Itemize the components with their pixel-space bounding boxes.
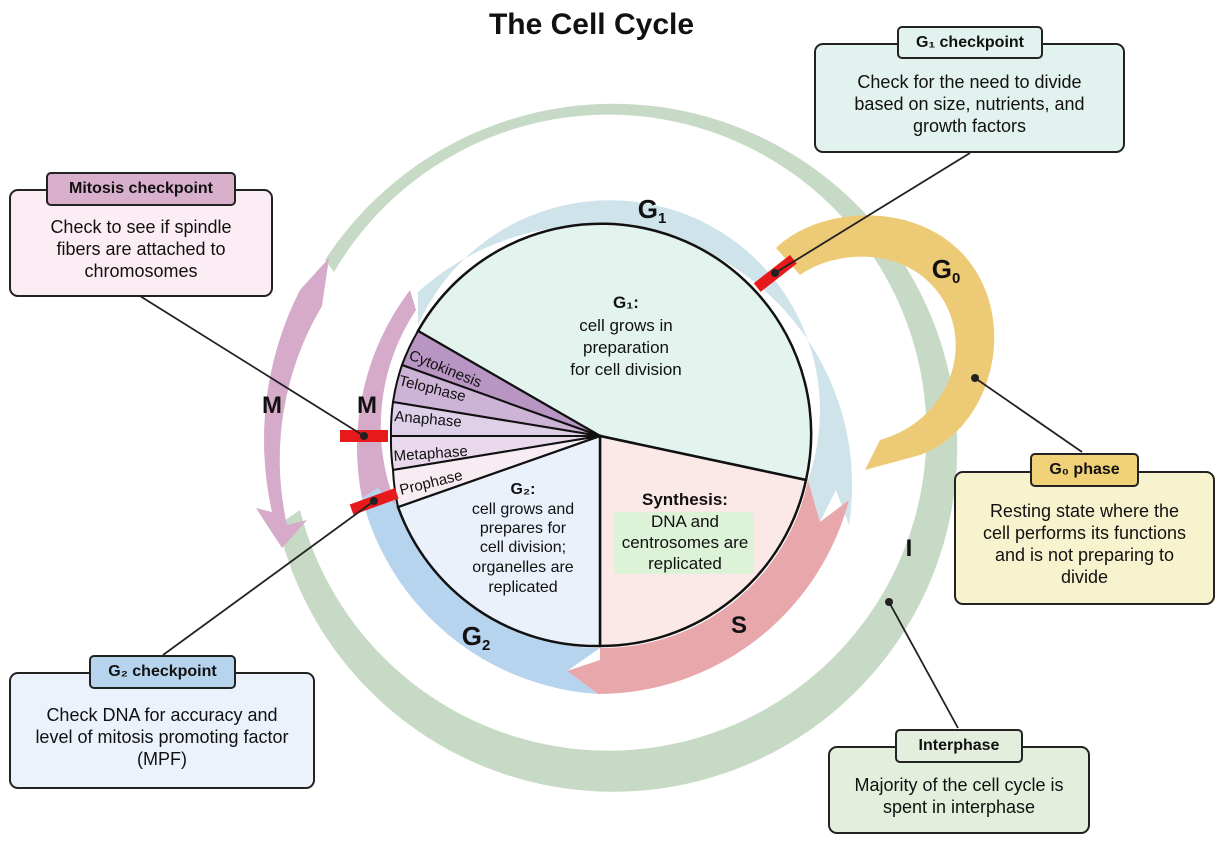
g2-checkpoint-tag: G₂ checkpoint — [89, 655, 236, 689]
g2-band — [362, 488, 600, 694]
g1-checkpoint-callout: Check for the need to divide based on si… — [814, 43, 1125, 153]
g1-checkpoint-leader — [774, 152, 971, 274]
phase-metaphase: Metaphase — [393, 443, 468, 465]
s-band-label: S — [731, 612, 747, 639]
g0-phase-tag: G₀ phase — [1030, 453, 1139, 487]
g0-phase-tag-label: G₀ phase — [1049, 461, 1120, 478]
g2-band-label: G2 — [462, 621, 491, 654]
g1-checkpoint-tag: G₁ checkpoint — [897, 26, 1043, 59]
g1-checkpoint-tag-label: G₁ checkpoint — [916, 33, 1024, 51]
g2-sector-heading: G₂: — [511, 481, 536, 498]
g2-sector-line: replicated — [488, 579, 557, 596]
phase-anaphase: Anaphase — [394, 408, 463, 431]
mitosis-checkpoint-dot — [360, 432, 368, 440]
g0-dot — [971, 374, 979, 382]
mitosis-checkpoint-leader — [139, 295, 365, 437]
interphase-text: Majority of the cell cycle is spent in i… — [854, 775, 1064, 817]
g0-leader — [974, 377, 1083, 453]
g0-phase-callout: Resting state where the cell performs it… — [954, 471, 1215, 605]
interphase-leader — [888, 601, 959, 729]
inner-circle — [389, 222, 813, 648]
synthesis-highlight — [614, 512, 754, 574]
g1-sector-heading: G₁: — [613, 293, 639, 312]
outer-m-label: M — [262, 392, 282, 419]
mitosis-checkpoint-tag: Mitosis checkpoint — [46, 172, 236, 206]
g0-phase-text: Resting state where the cell performs it… — [982, 501, 1187, 587]
synthesis-line: DNA and — [651, 512, 719, 531]
s-band — [567, 480, 849, 694]
g2-checkpoint-callout: Check DNA for accuracy and level of mito… — [9, 672, 315, 789]
synthesis-line: centrosomes are — [622, 533, 749, 552]
g1-sector-line: preparation — [583, 338, 669, 357]
interphase-tag: Interphase — [895, 729, 1023, 763]
inner-m-label: M — [357, 392, 377, 419]
mitosis-checkpoint-text: Check to see if spindle fibers are attac… — [50, 217, 232, 281]
m-band — [357, 290, 416, 505]
g2-checkpoint-leader — [162, 500, 375, 656]
synthesis-heading: Synthesis: — [642, 490, 728, 509]
page-title: The Cell Cycle — [488, 8, 695, 41]
interphase-tag-label: Interphase — [918, 737, 1000, 754]
g1-checkpoint-dot — [771, 269, 779, 277]
leader-lines — [139, 152, 1083, 729]
outer-i-label: I — [906, 535, 913, 562]
g1-sector-line: cell grows in — [579, 316, 673, 335]
g1-checkpoint-text: Check for the need to divide based on si… — [854, 72, 1085, 136]
mitosis-outer-arrow — [256, 258, 329, 548]
g2-sector-line: prepares for — [480, 520, 567, 537]
g2-checkpoint-tag-label: G₂ checkpoint — [108, 663, 217, 680]
g0-loop — [776, 215, 995, 470]
g0-loop-label: G0 — [932, 254, 961, 287]
sector-g2 — [396, 434, 602, 648]
g2-sector-line: organelles are — [472, 559, 574, 576]
sector-g1 — [416, 222, 813, 482]
synthesis-line: replicated — [648, 554, 722, 573]
g2-sector-line: cell grows and — [472, 501, 574, 518]
g2-checkpoint-dot — [370, 497, 378, 505]
mitosis-checkpoint-tag-label: Mitosis checkpoint — [68, 180, 214, 197]
g1-band-label: G1 — [638, 194, 667, 227]
g2-sector-line: cell division; — [480, 539, 566, 556]
interphase-dot — [885, 598, 893, 606]
g2-checkpoint-text: Check DNA for accuracy and level of mito… — [35, 704, 289, 769]
g1-sector-line: for cell division — [570, 360, 682, 379]
